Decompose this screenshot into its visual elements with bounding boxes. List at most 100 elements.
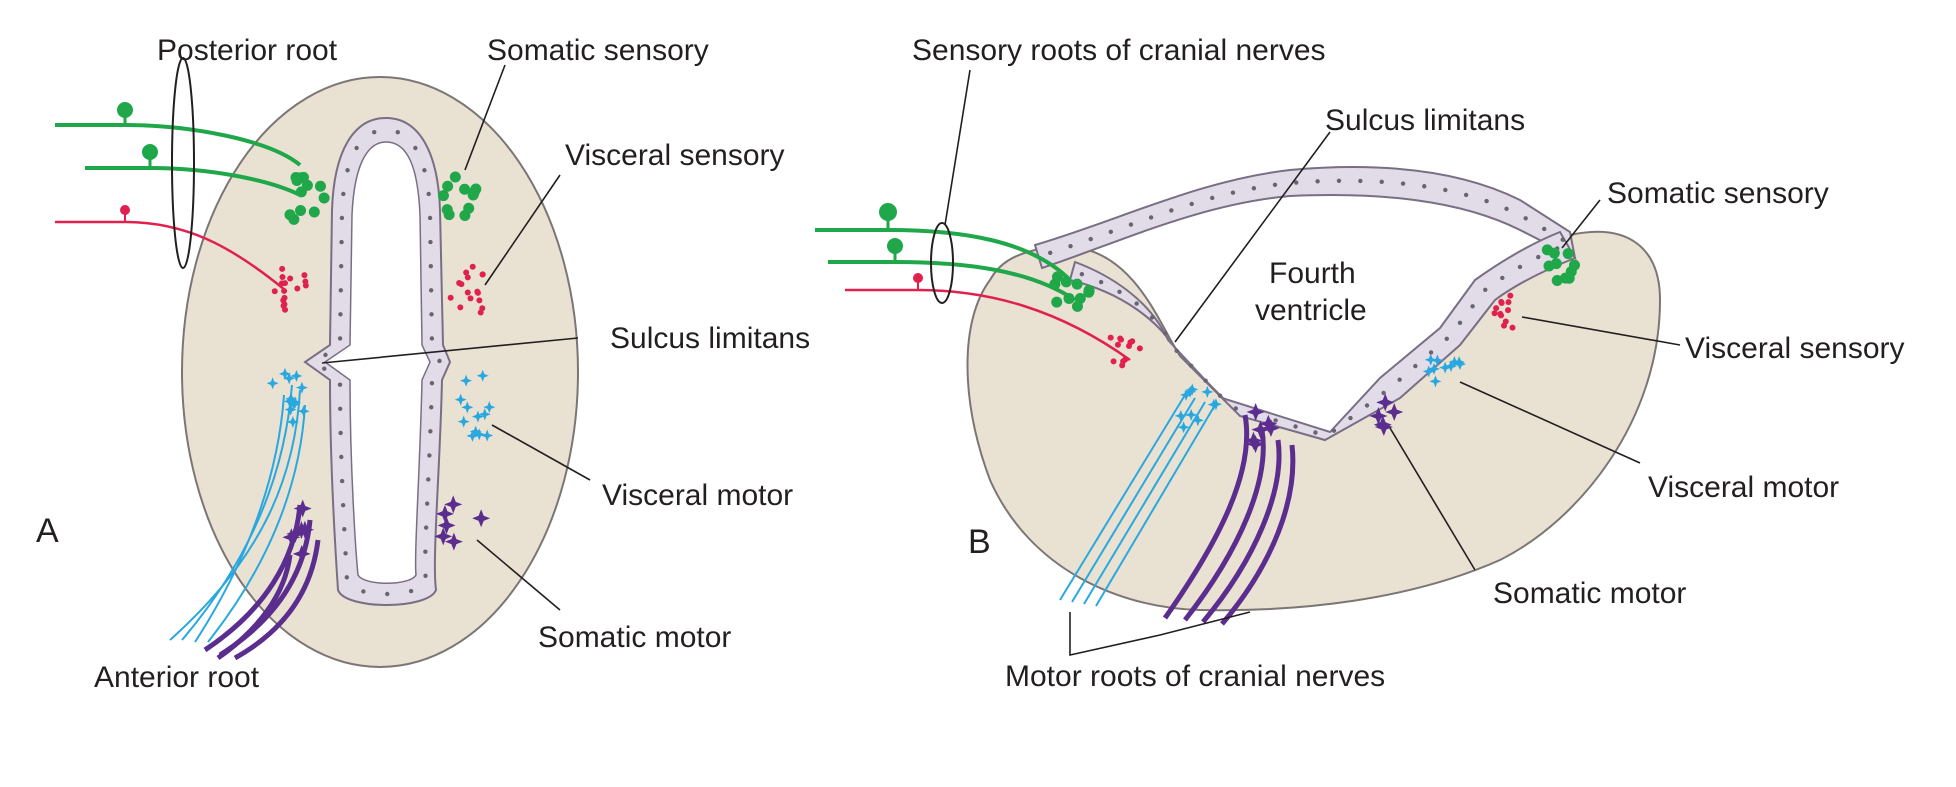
- ependymal-nucleus: [1470, 304, 1475, 309]
- ependymal-nucleus: [429, 405, 434, 410]
- label-sulcus-limitans-b: Sulcus limitans: [1325, 104, 1525, 137]
- label-fourth-ventricle-1: Fourth: [1269, 257, 1356, 290]
- anterior-root-fibers: [169, 384, 321, 661]
- nucleus-cell: [318, 192, 330, 204]
- motor-neuron: [435, 504, 454, 523]
- sulcus-limitans-leader-a: [321, 337, 579, 364]
- motor-neuron: [266, 377, 279, 390]
- ependymal-nucleus: [1542, 226, 1547, 232]
- ependymal-nucleus: [1364, 403, 1370, 408]
- visceral-sensory-leader-a: [484, 174, 561, 286]
- ependymal-nucleus: [1457, 320, 1463, 326]
- nucleus-cell: [456, 279, 463, 286]
- nucleus-cell: [1502, 318, 1509, 325]
- ependymal-nucleus: [1163, 331, 1168, 336]
- nucleus-cell: [1051, 296, 1063, 308]
- ependymal-nucleus: [429, 312, 434, 317]
- ependymal-nucleus: [1048, 250, 1053, 256]
- ependymal-nucleus: [1422, 184, 1427, 189]
- somatic-sensory-nucleus-right: [437, 171, 482, 222]
- nucleus-cell: [1122, 356, 1129, 363]
- motor-neuron: [1422, 365, 1435, 378]
- ependymal-nucleus: [1251, 186, 1257, 191]
- ependymal-nucleus: [1217, 393, 1223, 398]
- motor-neuron: [1184, 385, 1197, 398]
- motor-neuron: [278, 367, 291, 380]
- nucleus-cell: [1129, 338, 1136, 345]
- visceral-motor-nucleus-left: [266, 367, 310, 428]
- ependymal-nucleus: [340, 502, 346, 508]
- ependymal-nucleus: [408, 588, 414, 594]
- motor-neuron: [1207, 398, 1220, 411]
- ependymal-nucleus: [1500, 275, 1505, 281]
- ependymal-nucleus: [338, 288, 344, 293]
- ependymal-nucleus: [339, 239, 344, 245]
- label-anterior-root: Anterior root: [94, 661, 260, 694]
- somatic-motor-nucleus-right: [434, 495, 491, 551]
- ependymal-nucleus: [1079, 272, 1085, 277]
- nucleus-cell: [1049, 278, 1061, 290]
- nucleus-cell: [1493, 305, 1500, 312]
- nucleus-cell: [1110, 358, 1117, 365]
- nucleus-cell: [449, 171, 461, 183]
- visceral-motor-nucleus-b-right: [1422, 353, 1466, 388]
- motor-neuron: [293, 499, 312, 518]
- panel-b: Sensory roots of cranial nerves Sulcus l…: [815, 34, 1905, 693]
- ependymal-nucleus: [428, 239, 433, 245]
- motor-neuron: [285, 392, 298, 405]
- somatic-sensory-leader-b: [1561, 199, 1601, 249]
- visceral-motor-leader-a: [491, 424, 591, 481]
- motor-neuron: [1259, 414, 1278, 433]
- motor-neuron: [437, 516, 456, 535]
- visceral-sensory-nucleus-left: [271, 265, 309, 313]
- ependymal-nucleus: [1148, 215, 1154, 220]
- nucleus-cell: [479, 271, 486, 278]
- nucleus-cell: [464, 274, 471, 281]
- ependymal-nucleus: [1560, 237, 1565, 242]
- nucleus-cell: [476, 297, 483, 304]
- fourth-ventricle-roof: [1033, 166, 1577, 270]
- ependymal-nucleus: [1230, 190, 1236, 195]
- somatic-sensory-nucleus-b-left: [1049, 271, 1095, 312]
- ependymal-nucleus: [1336, 178, 1342, 183]
- ependymal-cell-dots: [322, 129, 442, 597]
- ependymal-nucleus: [1381, 390, 1386, 396]
- ependymal-nucleus: [343, 551, 348, 556]
- visceral-motor-nucleus-b-left: [1174, 383, 1222, 434]
- sensory-roots-bracket: [930, 222, 954, 304]
- ependymal-nucleus: [1331, 428, 1337, 433]
- ependymal-nucleus: [428, 429, 433, 434]
- ependymal-nucleus: [1413, 363, 1418, 369]
- label-visceral-sensory-a: Visceral sensory: [565, 139, 785, 172]
- ependymal-nucleus: [427, 215, 433, 221]
- nucleus-cell: [1509, 324, 1516, 331]
- motor-root-fibers: [1059, 394, 1296, 626]
- nucleus-cell: [1071, 278, 1083, 290]
- motor-neuron: [1385, 403, 1404, 422]
- somatic-sensory-leader-a: [464, 64, 506, 171]
- motor-neuron: [292, 544, 311, 563]
- ependymal-nucleus: [422, 168, 427, 173]
- somatic-motor-leader-a: [476, 539, 561, 611]
- ependymal-nucleus: [337, 382, 343, 387]
- ependymal-nucleus: [423, 525, 429, 530]
- visceral-motor-leader-b: [1459, 381, 1641, 464]
- nucleus-cell: [437, 190, 449, 202]
- nucleus-cell: [1063, 292, 1075, 304]
- ependymal-nucleus: [395, 129, 400, 135]
- motor-neuron: [1376, 393, 1395, 412]
- nucleus-cell: [459, 183, 471, 195]
- motor-neuron: [483, 401, 496, 414]
- label-somatic-sensory-b: Somatic sensory: [1607, 177, 1829, 210]
- ependymal-nucleus: [338, 312, 343, 317]
- ependymal-nucleus: [1273, 418, 1278, 423]
- motor-neuron: [469, 425, 482, 438]
- nucleus-cell: [279, 273, 286, 280]
- label-somatic-sensory-a: Somatic sensory: [487, 34, 709, 67]
- ependymal-nucleus: [339, 215, 345, 221]
- ependymal-nucleus: [1188, 363, 1194, 368]
- ependymal-nucleus: [1149, 315, 1155, 320]
- ependymal-nucleus: [337, 406, 343, 412]
- nucleus-cell: [463, 269, 470, 276]
- somatic-sensory-nucleus-left: [284, 171, 330, 225]
